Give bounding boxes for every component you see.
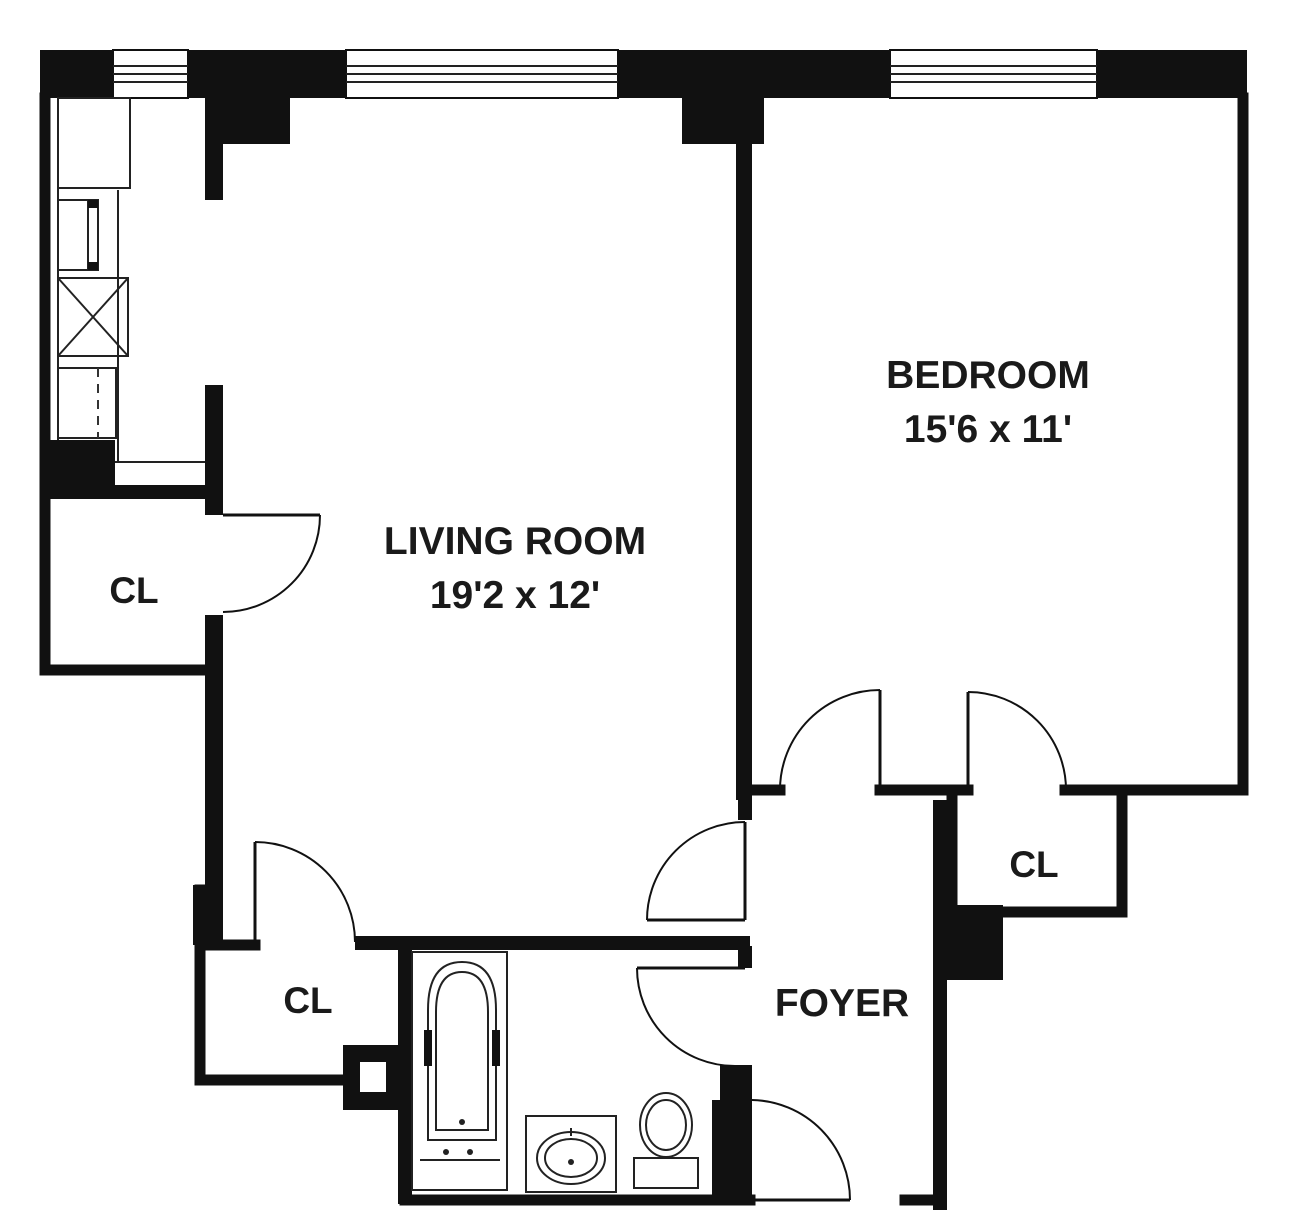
living-room-dimensions: 19'2 x 12' [430, 574, 600, 617]
bedroom-name: BEDROOM [886, 354, 1090, 397]
top-exterior-wall [40, 50, 1247, 144]
labels: BEDROOM 15'6 x 11' LIVING ROOM 19'2 x 12… [109, 354, 1090, 1025]
window-left [112, 49, 189, 99]
door-bathroom [636, 966, 745, 1067]
door-entrance [751, 1099, 851, 1202]
bathroom-fixtures [411, 951, 699, 1193]
door-living-foyer [646, 821, 747, 922]
bedroom-dimensions: 15'6 x 11' [904, 408, 1072, 451]
kitchen [57, 97, 131, 462]
stove-icon [57, 277, 129, 357]
living-room-name: LIVING ROOM [384, 520, 646, 563]
doors [222, 513, 1067, 1202]
door-bedroom-closet [966, 691, 1067, 791]
foyer-name: FOYER [775, 982, 909, 1025]
window-bedroom [889, 49, 1098, 99]
bathtub-icon [420, 960, 500, 1161]
closet-living-label: CL [109, 570, 158, 611]
door-closet-left [222, 513, 321, 613]
toilet-icon [633, 1092, 699, 1189]
door-bedroom-left [779, 689, 882, 791]
door-closet-lower [253, 841, 356, 945]
closet-lower-label: CL [283, 980, 332, 1021]
walls [39, 92, 1249, 1210]
sink-icon [525, 1115, 617, 1193]
window-living [345, 49, 619, 99]
closet-bedroom-label: CL [1009, 844, 1058, 885]
